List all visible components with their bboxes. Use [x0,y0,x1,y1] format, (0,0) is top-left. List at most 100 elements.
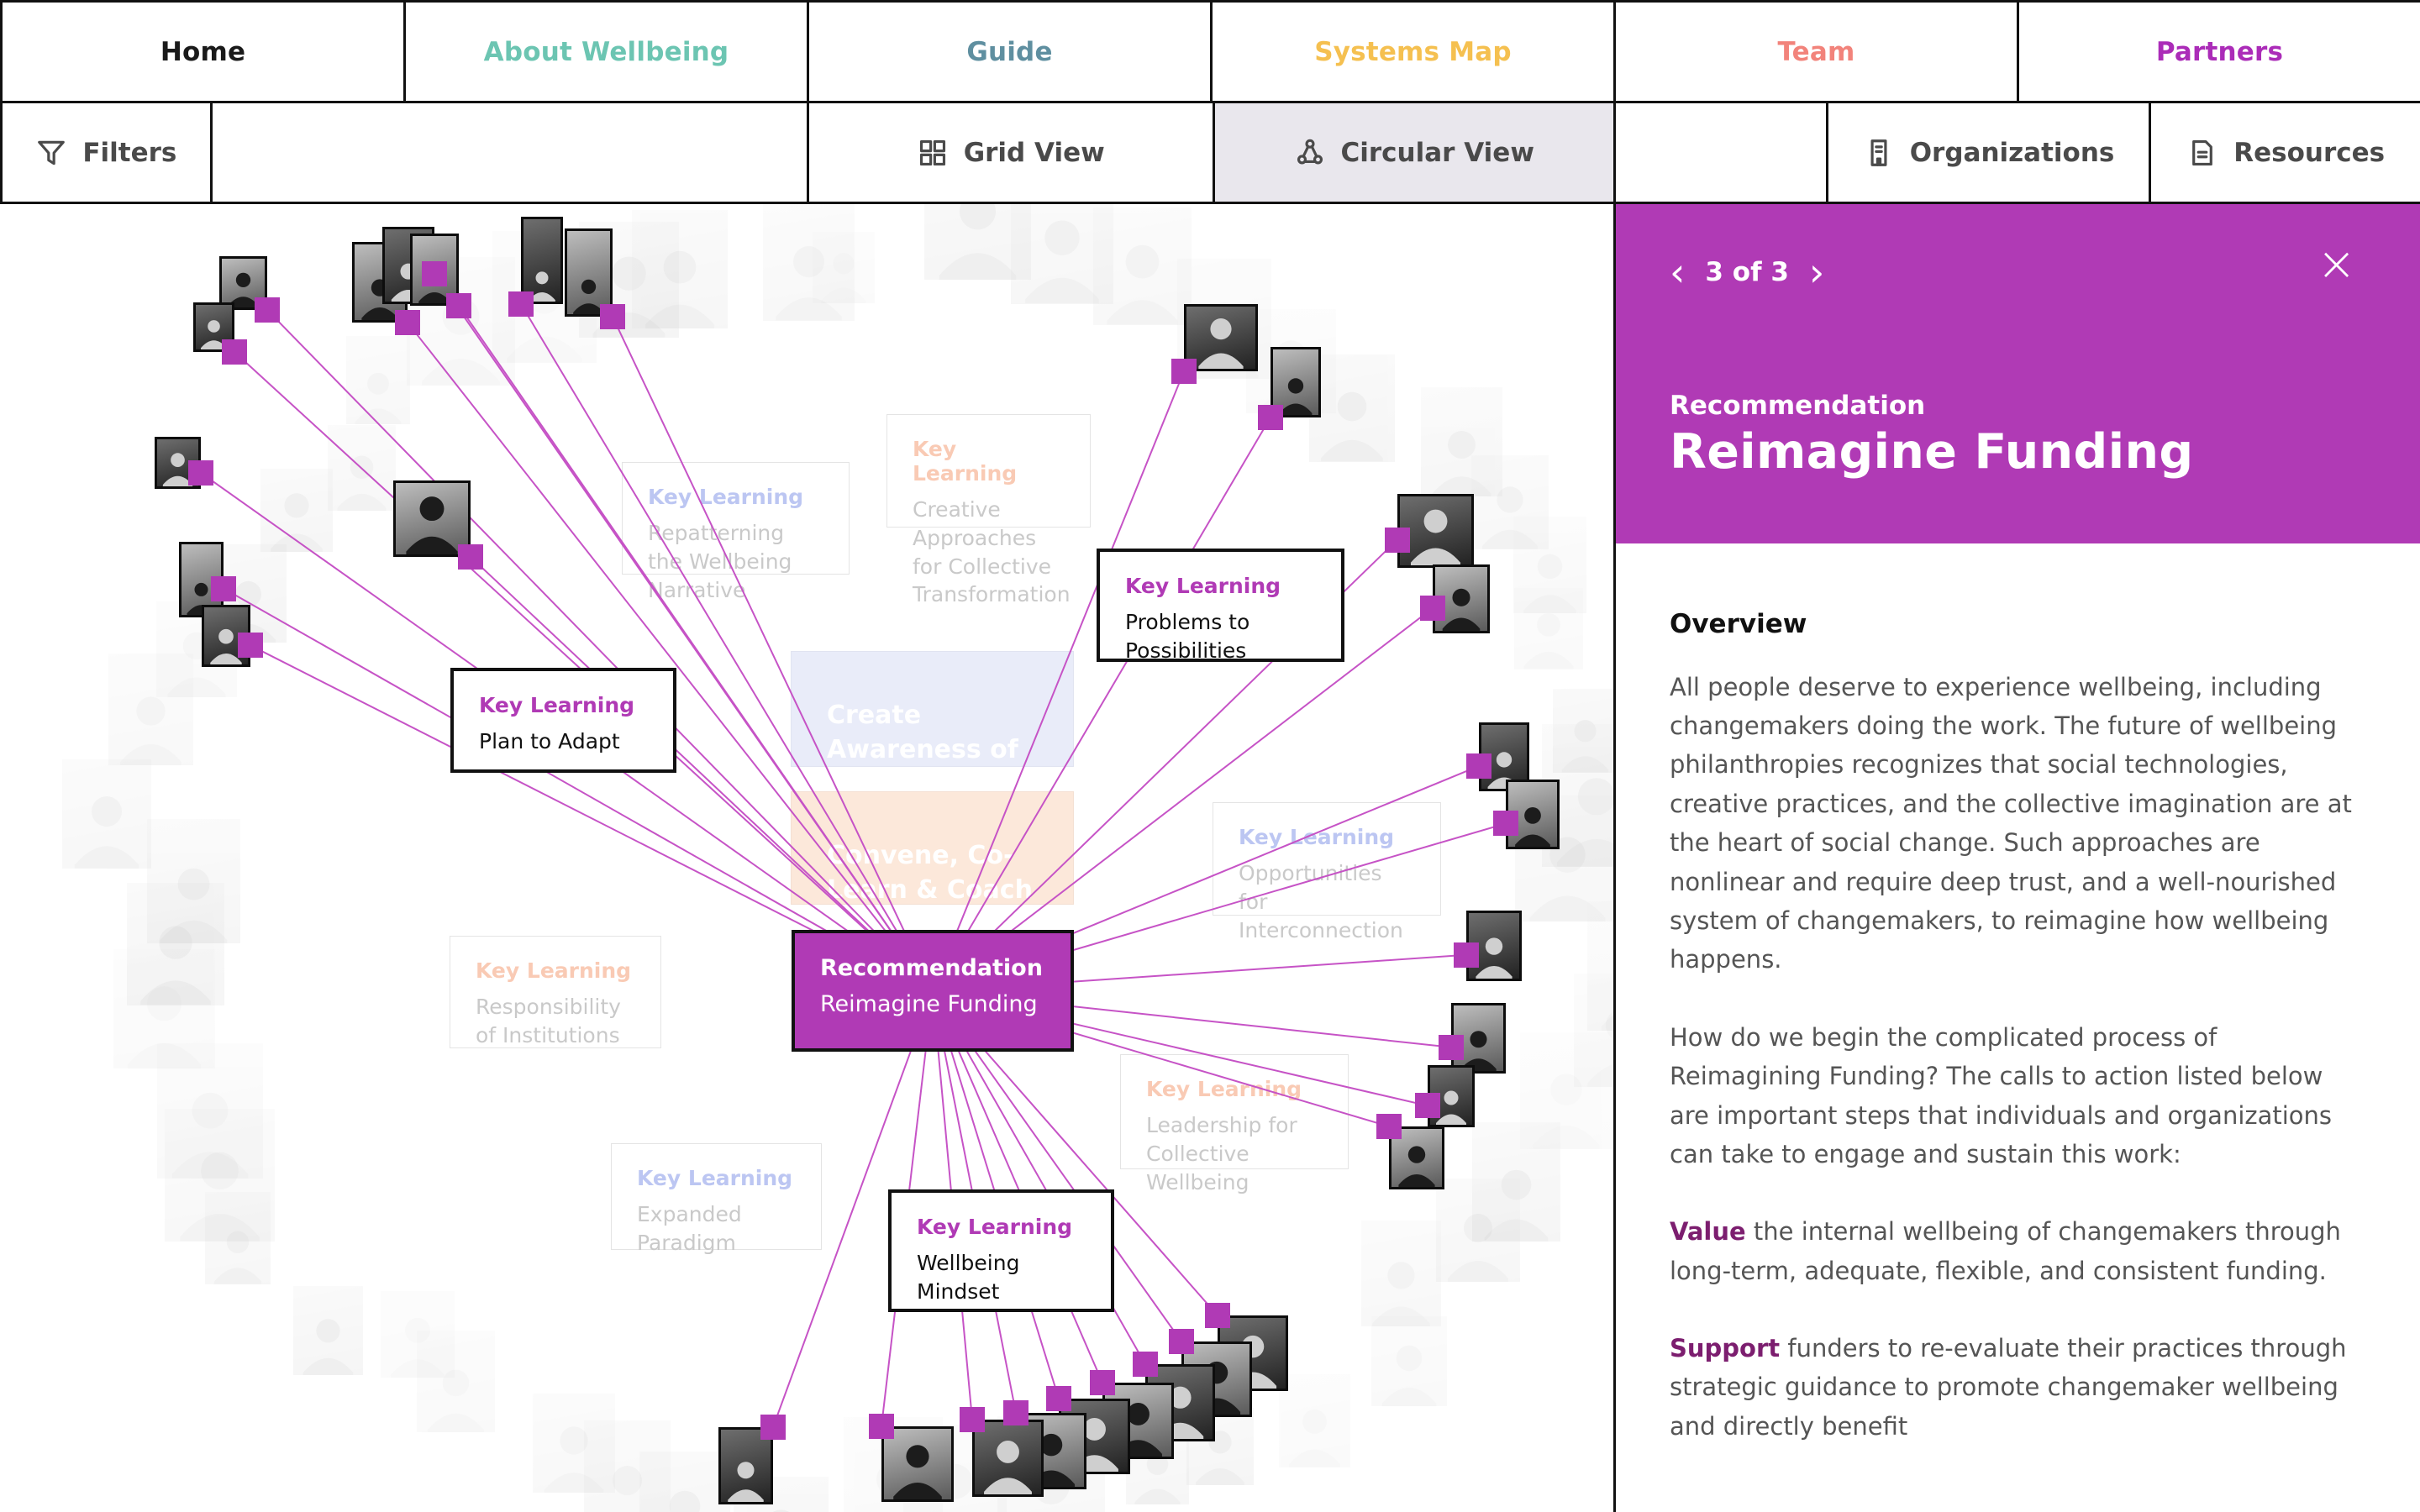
ring-photo[interactable] [62,759,152,869]
ring-photo[interactable] [416,1330,495,1433]
portrait-placeholder [165,1109,276,1242]
portrait-placeholder [762,204,855,321]
ring-photo[interactable] [1361,1220,1442,1327]
next-arrow-icon[interactable]: › [1808,249,1825,295]
nav-item-guide[interactable]: Guide [809,3,1213,101]
active-photo[interactable] [718,1427,773,1504]
connector-node-square [1171,359,1197,384]
portrait-placeholder [881,1426,954,1502]
portrait-placeholder [972,1420,1044,1497]
nav-item-about-wellbeing[interactable]: About Wellbeing [406,3,809,101]
detail-panel: ‹ 3 of 3 › × Recommendation Reimagine Fu… [1613,204,2420,1512]
ring-photo[interactable] [1370,1315,1447,1407]
nav-item-partners[interactable]: Partners [2155,36,2284,67]
nav-item-team[interactable]: Team [1616,3,2019,101]
ring-photo[interactable] [204,1192,271,1284]
close-icon[interactable]: × [2317,237,2356,291]
circular-view-button[interactable]: Circular View [1214,103,1616,202]
ring-photo[interactable] [1278,1374,1350,1468]
ring-photo[interactable] [583,1420,671,1512]
portrait-placeholder [345,336,410,425]
ring-photo[interactable] [108,653,194,765]
ring-photo[interactable] [157,1043,264,1179]
ring-photo[interactable] [260,469,334,553]
nav-item-home[interactable]: Home [3,3,406,101]
ring-photo[interactable] [165,1109,276,1242]
ring-photo[interactable] [1587,901,1613,1032]
portrait-placeholder [157,1043,264,1179]
portrait-placeholder [1514,588,1584,669]
resources-button[interactable]: Resources [2151,103,2420,202]
panel-title: Reimagine Funding [1670,424,2194,480]
connector-node-square [1439,1034,1464,1060]
building-icon [1870,139,1887,166]
ring-photo[interactable] [1513,516,1587,613]
portrait-placeholder [108,653,194,765]
ring-photo[interactable] [1519,1032,1612,1149]
filters-button[interactable]: Filters [3,103,213,202]
key-learning-title: Wellbeing Mindset [917,1251,1020,1304]
connector-node-square [238,633,263,659]
pager: ‹ 3 of 3 › [1670,253,1824,291]
ring-photo[interactable] [1092,207,1192,325]
ring-photo[interactable] [1309,354,1396,462]
ring-photo[interactable] [1472,1121,1561,1242]
cta-box-1[interactable]: Create Awareness of Interconnection [791,651,1074,798]
ring-photo[interactable] [1471,455,1549,549]
grid-view-button[interactable]: Grid View [809,103,1215,202]
portrait-placeholder [533,1393,616,1494]
ring-photo[interactable] [381,1290,455,1378]
active-photo[interactable] [1397,494,1474,568]
organizations-button[interactable]: Organizations [1828,103,2152,202]
overview-heading: Overview [1670,609,1807,639]
ring-photo[interactable] [1552,689,1613,773]
connector-node-square [255,297,280,323]
portrait-placeholder [1436,1179,1521,1283]
connector-node-square [458,544,483,570]
center-node-eyebrow: Recommendation [820,955,1043,981]
ring-photo[interactable] [1514,588,1584,669]
key-learning-label: Key Learning [648,485,804,509]
map-toolbar: Filters Grid View Circular View Organiza… [0,103,2420,204]
active-photo[interactable] [219,256,267,310]
ring-photo[interactable] [328,424,397,512]
active-photo[interactable] [1145,1364,1215,1441]
ring-photo[interactable] [1010,204,1113,304]
prev-arrow-icon[interactable]: ‹ [1670,249,1686,295]
cta-box-2[interactable]: Convene, Co-Learn & Coach [791,791,1074,905]
circular-view-label: Circular View [1340,137,1534,168]
ring-photo[interactable] [113,948,215,1068]
connector-node-square [1454,942,1479,968]
key-learning-title: Expanded Paradigm [637,1202,742,1255]
ring-photo[interactable] [923,204,1031,280]
ring-photo[interactable] [345,336,410,425]
ring-photo[interactable] [1436,1179,1521,1283]
ring-photo[interactable] [293,1285,364,1376]
active-photo[interactable] [972,1420,1044,1497]
ring-photo[interactable] [1574,973,1613,1088]
nav-item-systems-map[interactable]: Systems Map [1213,3,1616,101]
ring-photo[interactable] [762,204,855,321]
key-learning-title: Problems to Possibilities [1125,610,1250,663]
connector-node-square [1003,1400,1028,1425]
ring-photo[interactable] [632,209,729,328]
key-learning-label: Key Learning [479,693,635,717]
connector-node-square [1133,1352,1158,1377]
connector-node-square [600,304,625,329]
active-photo[interactable] [881,1426,954,1502]
ring-photo[interactable] [533,1393,616,1494]
connector-node-square [188,459,213,486]
ring-photo[interactable] [639,1452,731,1512]
ring-photo[interactable] [1421,386,1503,497]
ring-photo[interactable] [147,818,241,944]
